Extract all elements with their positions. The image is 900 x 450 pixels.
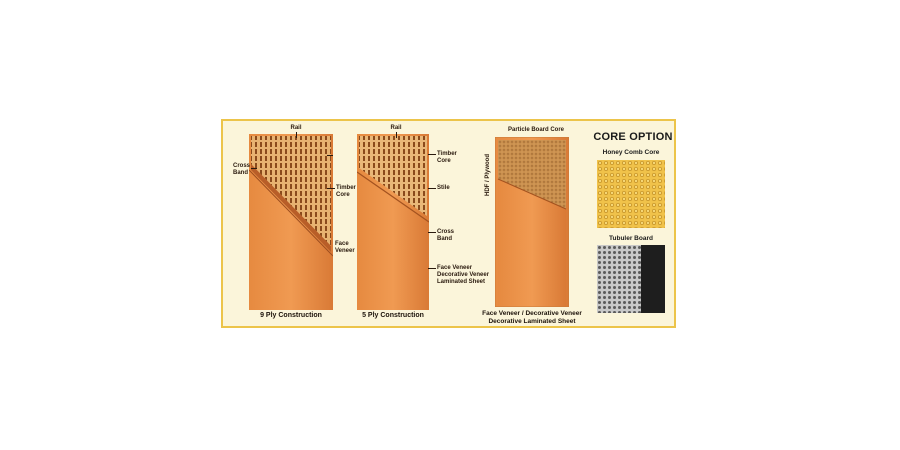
leader-line	[428, 154, 436, 155]
leader-line	[396, 132, 397, 138]
honeycomb-swatch	[597, 160, 665, 228]
label-stile-5ply: Stile	[437, 185, 450, 191]
label-cross-band-9ply: Cross Band	[233, 163, 251, 176]
door-5ply-illustration	[357, 134, 429, 310]
leader-line	[327, 155, 333, 156]
door-9ply-illustration	[249, 134, 333, 310]
label-cross-band-5ply: Cross Band	[437, 229, 455, 242]
leader-line	[428, 268, 436, 269]
door-particle-illustration	[495, 137, 569, 307]
caption-9ply: 9 Ply Construction	[260, 312, 322, 319]
leader-line	[251, 168, 257, 169]
label-face-veneer-9ply: Face Veneer	[335, 241, 355, 254]
label-particle-board: Particle Board Core	[508, 127, 565, 133]
leader-line	[296, 132, 297, 138]
leader-line	[327, 188, 335, 189]
label-rail-5ply: Rail	[390, 125, 402, 131]
label-rail-9ply: Rail	[290, 125, 302, 131]
leader-line	[428, 188, 436, 189]
tubular-swatch	[597, 245, 665, 313]
label-hdf-plywood: HDF / Plywood	[485, 154, 491, 196]
label-honeycomb: Honey Comb Core	[602, 149, 660, 156]
caption-particle: Face Veneer / Decorative Veneer Decorati…	[482, 310, 582, 325]
label-face-veneer-5ply: Face Veneer Decorative Veneer Laminated …	[437, 265, 490, 285]
label-tubular: Tubuler Board	[609, 235, 653, 242]
leader-line	[428, 232, 436, 233]
label-timber-core-9ply: Timber Core	[336, 185, 356, 198]
core-option-title: CORE OPTION	[593, 131, 673, 143]
label-timber-core-5ply: Timber Core	[437, 151, 457, 164]
caption-5ply: 5 Ply Construction	[362, 312, 424, 319]
